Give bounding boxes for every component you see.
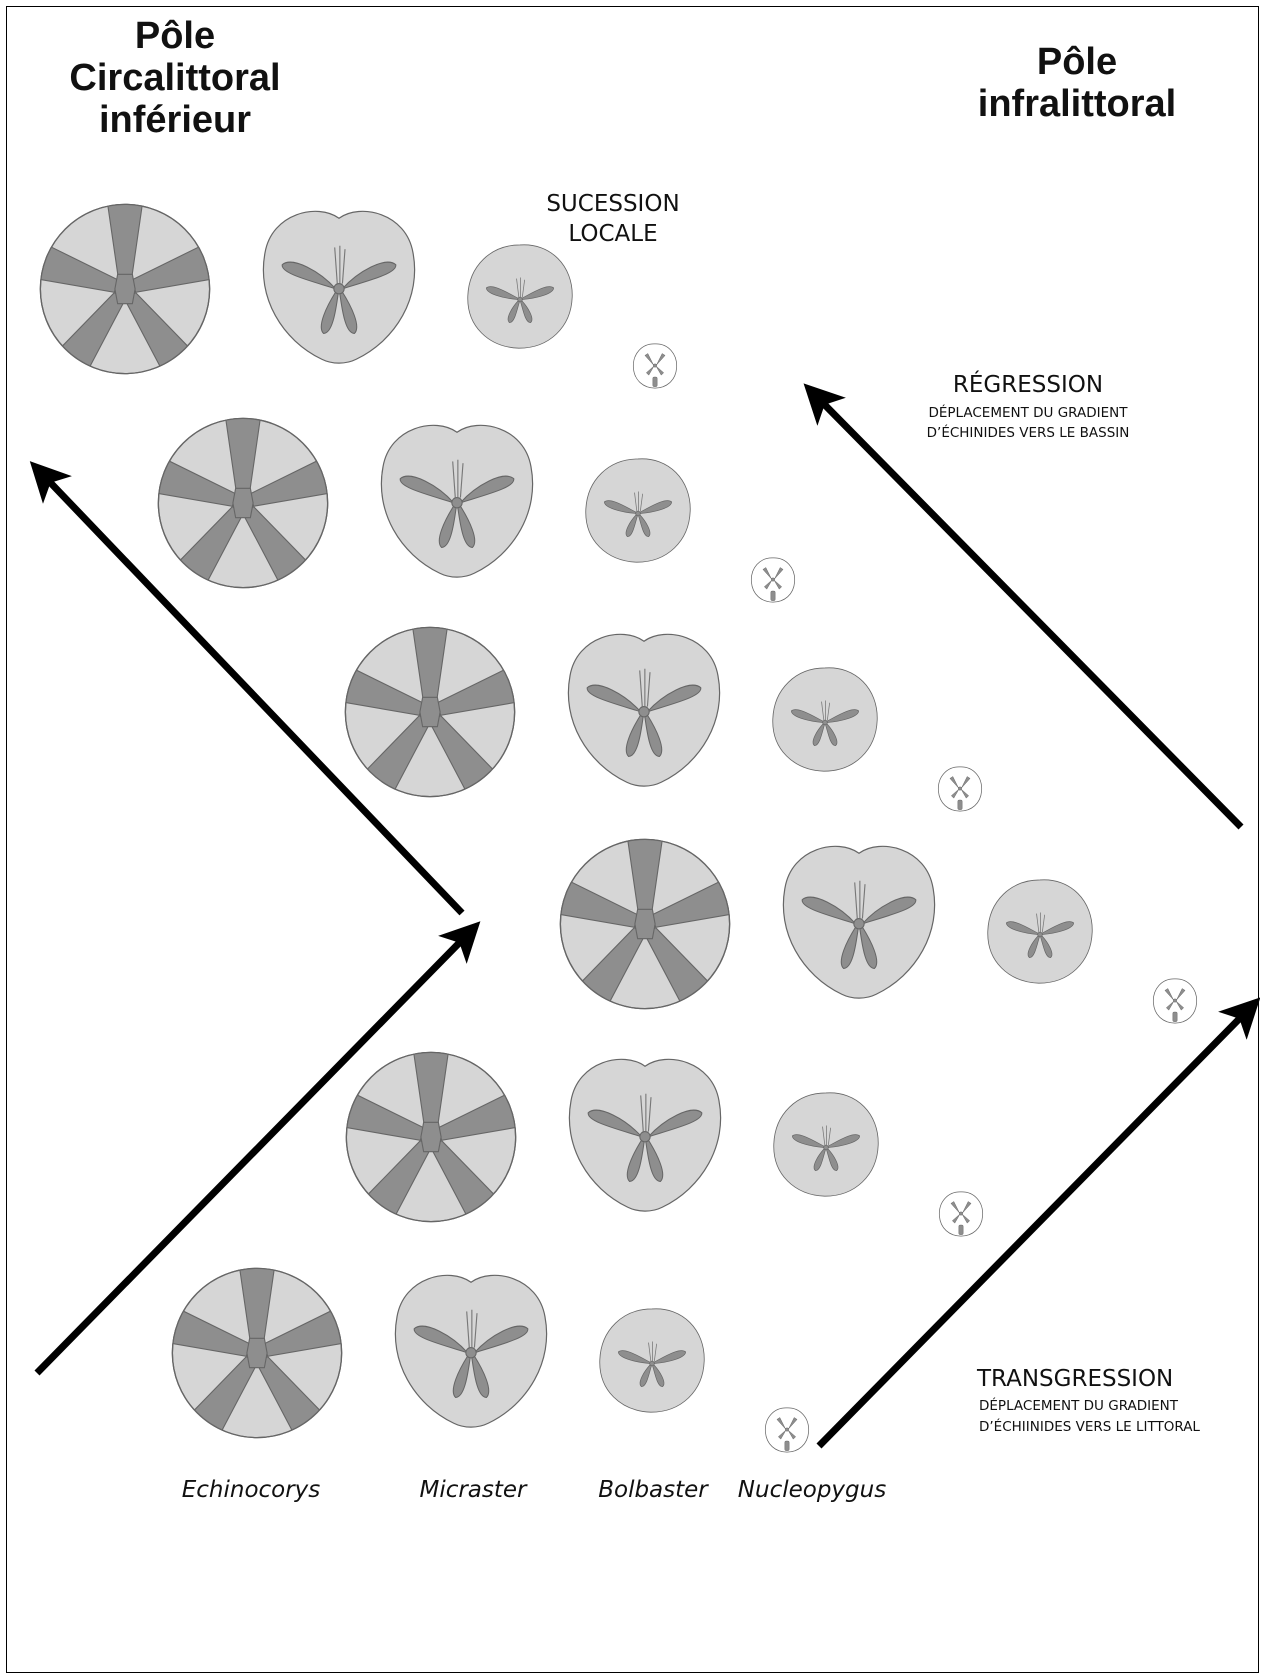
nucleopygus-test — [632, 343, 678, 389]
bolbaster-test — [987, 879, 1093, 984]
micraster-test — [782, 845, 936, 999]
transgression-title: TRANSGRESSION — [976, 1366, 1173, 1392]
bolbaster-test — [599, 1308, 705, 1413]
genus-label-nucleopygus: Nucleopygus — [738, 1477, 886, 1503]
echinoid-row-4 — [552, 832, 1198, 1024]
transgression-label: TRANSGRESSION DÉPLACEMENT DU GRADIENT D’… — [976, 1366, 1200, 1435]
genus-label-micraster: Micraster — [419, 1477, 528, 1503]
echinoid-row-3 — [337, 620, 983, 812]
genus-label-bolbaster: Bolbaster — [598, 1477, 709, 1503]
echinoid-row-6 — [164, 1261, 810, 1453]
transgression-arrow-left — [34, 921, 481, 1376]
micraster-test — [568, 1058, 722, 1212]
echinoid-row-5 — [338, 1045, 984, 1237]
echinocorys-test — [32, 197, 218, 374]
echinocorys-test — [552, 832, 738, 1009]
arrows — [29, 383, 1260, 1449]
title-infralittoral: Pôle infralittoral — [977, 41, 1177, 125]
succession-label: SUCESSION LOCALE — [546, 191, 679, 247]
nucleopygus-test — [764, 1407, 810, 1453]
regression-arrow-right — [803, 383, 1244, 830]
title-circalittoral: Pôle Circalittoral inférieur — [69, 15, 281, 141]
genus-labels: Echinocorys Micraster Bolbaster Nucleopy… — [182, 1477, 886, 1503]
micraster-test — [380, 424, 534, 578]
regression-label: RÉGRESSION DÉPLACEMENT DU GRADIENT D’ÉCH… — [927, 370, 1130, 441]
nucleopygus-test — [937, 766, 983, 812]
succession-line-2: LOCALE — [568, 221, 657, 247]
echinocorys-test — [150, 411, 336, 588]
bolbaster-test — [772, 667, 878, 772]
nucleopygus-test — [938, 1191, 984, 1237]
diagram-frame: Pôle Circalittoral inférieur Pôle infral… — [6, 6, 1260, 1673]
echinocorys-test — [337, 620, 523, 797]
bolbaster-test — [773, 1092, 879, 1197]
genus-label-echinocorys: Echinocorys — [182, 1477, 321, 1503]
regression-arrow-left — [29, 461, 465, 916]
nucleopygus-test — [750, 557, 796, 603]
regression-title: RÉGRESSION — [953, 370, 1103, 398]
regression-line-1: DÉPLACEMENT DU GRADIENT — [928, 404, 1128, 421]
transgression-line-2: D’ÉCHIINIDES VERS LE LITTORAL — [979, 1418, 1200, 1435]
echinocorys-test — [164, 1261, 350, 1438]
echinoid-gradient-diagram: SUCESSION LOCALE RÉGRESSION DÉPLACEMENT … — [29, 191, 1260, 1503]
micraster-test — [394, 1274, 548, 1428]
nucleopygus-test — [1152, 978, 1198, 1024]
bolbaster-test — [467, 244, 573, 349]
succession-line-1: SUCESSION — [546, 191, 679, 217]
regression-line-2: D’ÉCHINIDES VERS LE BASSIN — [927, 424, 1130, 441]
transgression-line-1: DÉPLACEMENT DU GRADIENT — [979, 1397, 1179, 1414]
echinocorys-test — [338, 1045, 524, 1222]
echinoid-row-2 — [150, 411, 796, 603]
transgression-arrow-right — [816, 997, 1260, 1449]
micraster-test — [262, 210, 416, 364]
micraster-test — [567, 633, 721, 787]
bolbaster-test — [585, 458, 691, 563]
